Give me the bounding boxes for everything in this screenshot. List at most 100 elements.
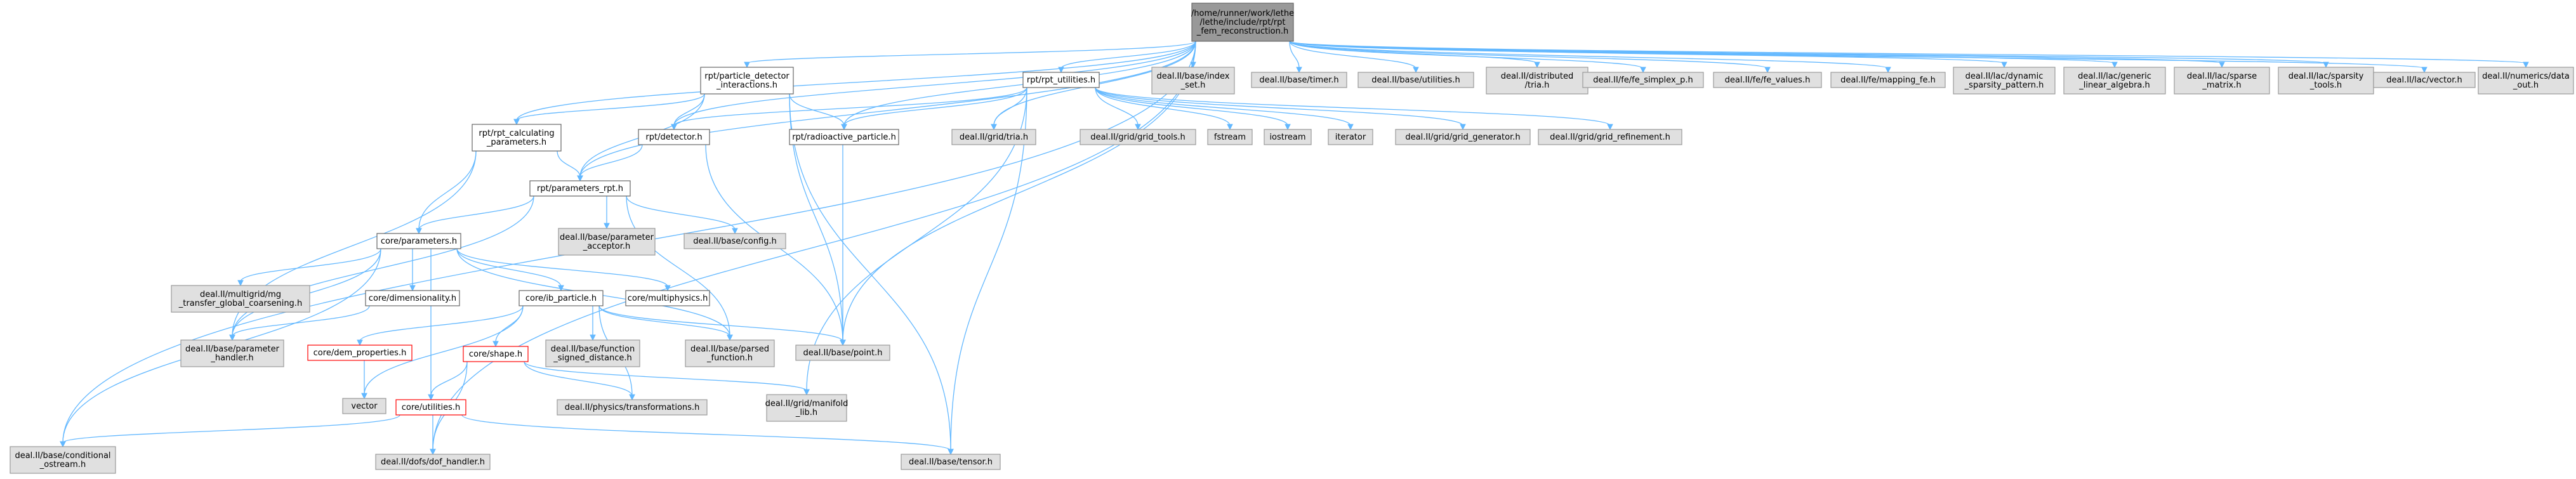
node-box: [365, 290, 460, 306]
node-data-out: deal.II/numerics/data_out.h: [2478, 67, 2574, 95]
node-label-line: rpt/detector.h: [645, 133, 702, 142]
node-box: [1151, 67, 1235, 95]
node-label-line: _interactions.h: [716, 81, 777, 90]
node-label-line: deal.II/base/utilities.h: [1371, 75, 1460, 85]
edge-ib-to-func_signed: [590, 305, 596, 341]
node-label-line: deal.II/grid/manifold: [765, 399, 849, 409]
node-label-line: /home/runner/work/lethe: [1191, 9, 1294, 18]
edge-root-to-data_out: [1289, 41, 2529, 69]
node-box: [789, 129, 899, 145]
edge-ib-to-shape: [492, 305, 524, 348]
node-label-line: deal.II/grid/grid_refinement.h: [1550, 133, 1670, 142]
node-label-line: _parameters.h: [486, 138, 546, 147]
node-label-line: _ostream.h: [39, 460, 86, 469]
node-box: [1207, 129, 1253, 145]
node-multiphys[interactable]: core/multiphysics.h: [625, 290, 710, 306]
node-root: /home/runner/work/lethe/lethe/include/rp…: [1191, 3, 1294, 42]
edge-utils-to-grid_tools: [1095, 87, 1141, 131]
node-box: [1538, 129, 1682, 145]
node-label-line: core/shape.h: [469, 350, 522, 359]
node-dof-handler: deal.II/dofs/dof_handler.h: [375, 454, 491, 470]
edge-params_rpt-to-core_params: [416, 195, 534, 235]
edge-root-to-pdi: [744, 41, 1196, 69]
edge-core_params-to-ib: [456, 248, 564, 292]
edge-utils-to-grid_gen: [1095, 87, 1466, 131]
node-dem[interactable]: core/dem_properties.h: [307, 344, 413, 361]
node-box: [638, 129, 710, 145]
node-func-signed: deal.II/base/function_signed_distance.h: [545, 339, 640, 367]
node-label-line: _matrix.h: [2202, 81, 2241, 90]
node-label-line: deal.II/base/point.h: [803, 348, 883, 358]
node-detector[interactable]: rpt/detector.h: [638, 129, 710, 145]
node-mapping-fe: deal.II/fe/mapping_fe.h: [1830, 72, 1946, 88]
node-box: [2373, 72, 2476, 88]
edge-shape-to-manifold: [524, 361, 810, 396]
edge-utils-to-detector: [671, 87, 1027, 131]
node-iostream: iostream: [1264, 129, 1312, 145]
edge-root-to-params_rpt: [577, 41, 1196, 182]
node-pdi[interactable]: rpt/particle_detector_interactions.h: [700, 67, 794, 95]
edge-root-to-dof_handler: [430, 41, 1196, 456]
node-label-line: deal.II/grid/grid_tools.h: [1090, 133, 1186, 142]
node-label-line: core/dem_properties.h: [314, 348, 407, 358]
node-label-line: deal.II/lac/generic: [2078, 72, 2151, 81]
node-ib[interactable]: core/ib_particle.h: [519, 290, 604, 306]
node-box: [1328, 129, 1373, 145]
node-label-line: deal.II/base/config.h: [693, 237, 777, 246]
node-label-line: rpt/rpt_calculating: [479, 129, 554, 138]
node-label-line: deal.II/fe/fe_values.h: [1725, 75, 1811, 85]
node-cond-ostream: deal.II/base/conditional_ostream.h: [10, 446, 116, 474]
edge-ib-to-dem: [357, 305, 524, 346]
node-label-line: _sparsity_pattern.h: [1964, 81, 2044, 90]
node-param-handler: deal.II/base/parameter_handler.h: [180, 339, 284, 367]
edge-cutils-to-cond_ostream: [60, 414, 400, 448]
node-core-params[interactable]: core/parameters.h: [376, 233, 461, 249]
node-label-line: deal.II/grid/tria.h: [960, 133, 1028, 142]
node-label-line: iostream: [1269, 133, 1305, 142]
node-dim[interactable]: core/dimensionality.h: [365, 290, 460, 306]
node-label-line: core/ib_particle.h: [525, 294, 597, 303]
node-box: [901, 454, 1001, 470]
node-dyn-sp: deal.II/lac/dynamic_sparsity_pattern.h: [1953, 67, 2056, 95]
node-box: [1713, 72, 1822, 88]
node-label-line: rpt/parameters_rpt.h: [537, 184, 623, 194]
edge-params_rpt-to-param_acc: [604, 196, 610, 230]
node-label-line: _function.h: [706, 353, 753, 363]
node-label-line: _lib.h: [795, 408, 817, 417]
node-box: [795, 344, 890, 361]
node-box: [557, 399, 708, 416]
node-label-line: deal.II/distributed: [1501, 72, 1574, 81]
node-label-line: deal.II/base/parameter: [185, 344, 280, 354]
node-shape[interactable]: core/shape.h: [463, 346, 529, 362]
edge-core_params-to-cutils: [428, 249, 434, 401]
node-label-line: deal.II/lac/sparse: [2187, 72, 2257, 81]
node-label-line: deal.II/base/parsed: [690, 344, 769, 354]
node-params-rpt[interactable]: rpt/parameters_rpt.h: [529, 180, 631, 197]
node-parsed-func: deal.II/base/parsed_function.h: [685, 339, 775, 367]
node-label-line: deal.II/base/tensor.h: [909, 457, 993, 467]
node-label-line: _out.h: [2513, 81, 2539, 90]
node-box: [463, 346, 529, 362]
edge-root-to-mapping_fe: [1289, 41, 1891, 74]
node-vector-h: deal.II/lac/vector.h: [2373, 72, 2476, 88]
node-calc[interactable]: rpt/rpt_calculating_parameters.h: [472, 124, 562, 152]
node-param-acc: deal.II/base/parameter_acceptor.h: [558, 228, 656, 256]
node-radio[interactable]: rpt/radioactive_particle.h: [789, 129, 899, 145]
node-label-line: deal.II/lac/dynamic: [1965, 72, 2044, 81]
node-box: [519, 290, 604, 306]
edge-calc-to-core_params: [416, 150, 477, 235]
edge-cutils-to-dof_handler: [430, 414, 436, 456]
node-box: [376, 233, 461, 249]
node-box: [1191, 3, 1294, 42]
edge-utils-to-fstream: [1095, 87, 1233, 131]
node-point: deal.II/base/point.h: [795, 344, 890, 361]
node-box: [1953, 67, 2056, 95]
node-box: [307, 344, 413, 361]
node-cutils[interactable]: core/utilities.h: [395, 399, 466, 416]
node-box: [545, 339, 640, 367]
node-utils[interactable]: rpt/rpt_utilities.h: [1022, 72, 1100, 88]
edge-detector-to-params_rpt: [577, 144, 643, 182]
edge-utils-to-radio: [841, 87, 1027, 131]
node-box: [700, 67, 794, 95]
edge-shape-to-physics: [524, 361, 635, 401]
